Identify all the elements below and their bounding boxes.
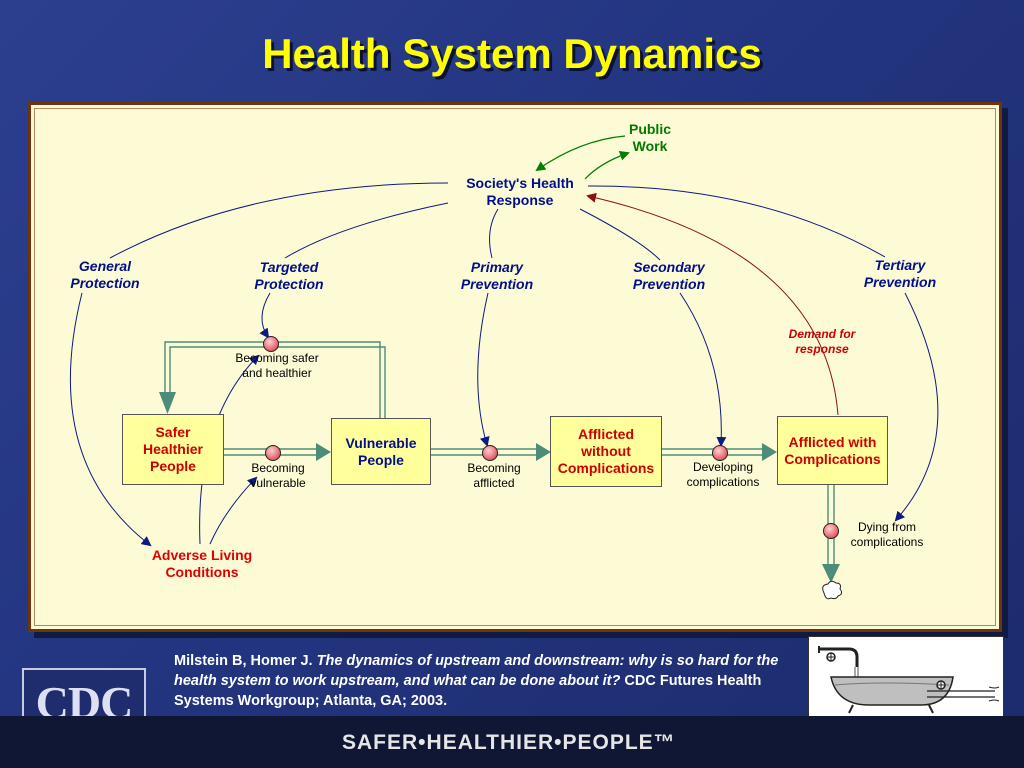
becoming-safer-label: Becoming safer and healthier xyxy=(235,351,319,380)
stock-afflicted-with-complications: Afflicted with Complications xyxy=(777,416,888,485)
valve-becoming-safer xyxy=(263,336,279,352)
targeted-protection-label: Targeted Protection xyxy=(254,259,324,292)
societys-health-response: Society's Health Response xyxy=(466,175,574,208)
flow-afflicted-arrowhead xyxy=(536,443,551,461)
stock-afflicted-without-complications: Afflicted without Complications xyxy=(550,416,662,487)
arrow-tertiary-to-valve xyxy=(894,292,939,522)
link-tertiary-prevention xyxy=(587,185,886,258)
valve-becoming-vulnerable xyxy=(265,445,281,461)
arrow-adverse-to-vulnerable-valve xyxy=(209,476,258,545)
bathtub-illustration xyxy=(808,636,1004,718)
becoming-afflicted-label: Becoming afflicted xyxy=(467,461,521,490)
demand-for-response-label: Demand for response xyxy=(788,327,856,356)
public-work-label: Public Work xyxy=(628,121,671,154)
dying-from-complications-label: Dying from complications xyxy=(850,520,924,549)
flow-dying-arrowhead xyxy=(822,564,840,583)
becoming-vulnerable-label: Becoming vulnerable xyxy=(250,461,306,490)
stock-safer-healthier-people: Safer Healthier People xyxy=(122,414,224,485)
adverse-living-conditions: Adverse Living Conditions xyxy=(151,547,253,580)
diagram-panel xyxy=(28,102,1002,632)
arrow-secondary-to-valve xyxy=(679,292,727,447)
valve-becoming-afflicted xyxy=(482,445,498,461)
link-general-protection xyxy=(109,182,449,259)
flow-vulnerable-arrowhead xyxy=(316,443,331,461)
slide-title: Health System Dynamics xyxy=(262,30,762,77)
demand-for-response-arrow xyxy=(586,192,839,416)
developing-complications-label: Developing complications xyxy=(686,460,760,489)
stock-vulnerable-people: Vulnerable People xyxy=(331,418,431,485)
arrow-targeted-to-valve xyxy=(259,292,271,339)
tertiary-prevention-label: Tertiary Prevention xyxy=(863,257,937,290)
bathtub-icon xyxy=(818,646,1000,714)
arrow-primary-to-valve xyxy=(477,292,490,447)
citation-rest: CDC Futures Health Systems Workgroup; At… xyxy=(174,673,762,709)
flow-complications-arrowhead xyxy=(762,443,777,461)
primary-prevention-label: Primary Prevention xyxy=(460,259,534,292)
secondary-prevention-label: Secondary Prevention xyxy=(632,259,706,292)
valve-dying xyxy=(823,523,839,539)
link-primary-prevention xyxy=(489,208,499,259)
general-protection-label: General Protection xyxy=(70,258,140,291)
footer-tagline: SAFER•HEALTHIER•PEOPLE™ xyxy=(342,731,676,754)
public-work-arrow-down xyxy=(535,135,626,172)
flow-safer-arrowhead xyxy=(159,392,176,414)
citation: Milstein B, Homer J. The dynamics of ups… xyxy=(174,651,784,711)
link-targeted-protection xyxy=(284,202,449,259)
citation-title: The dynamics of upstream and downstream:… xyxy=(174,653,779,689)
valve-developing-complications xyxy=(712,445,728,461)
footer-bar xyxy=(0,716,1024,768)
public-work-arrow-up xyxy=(584,150,630,180)
citation-authors: Milstein B, Homer J. xyxy=(174,653,313,669)
link-secondary-prevention xyxy=(579,208,661,261)
sink-cloud-icon xyxy=(822,580,843,600)
arrow-general-to-adverse xyxy=(69,292,152,547)
